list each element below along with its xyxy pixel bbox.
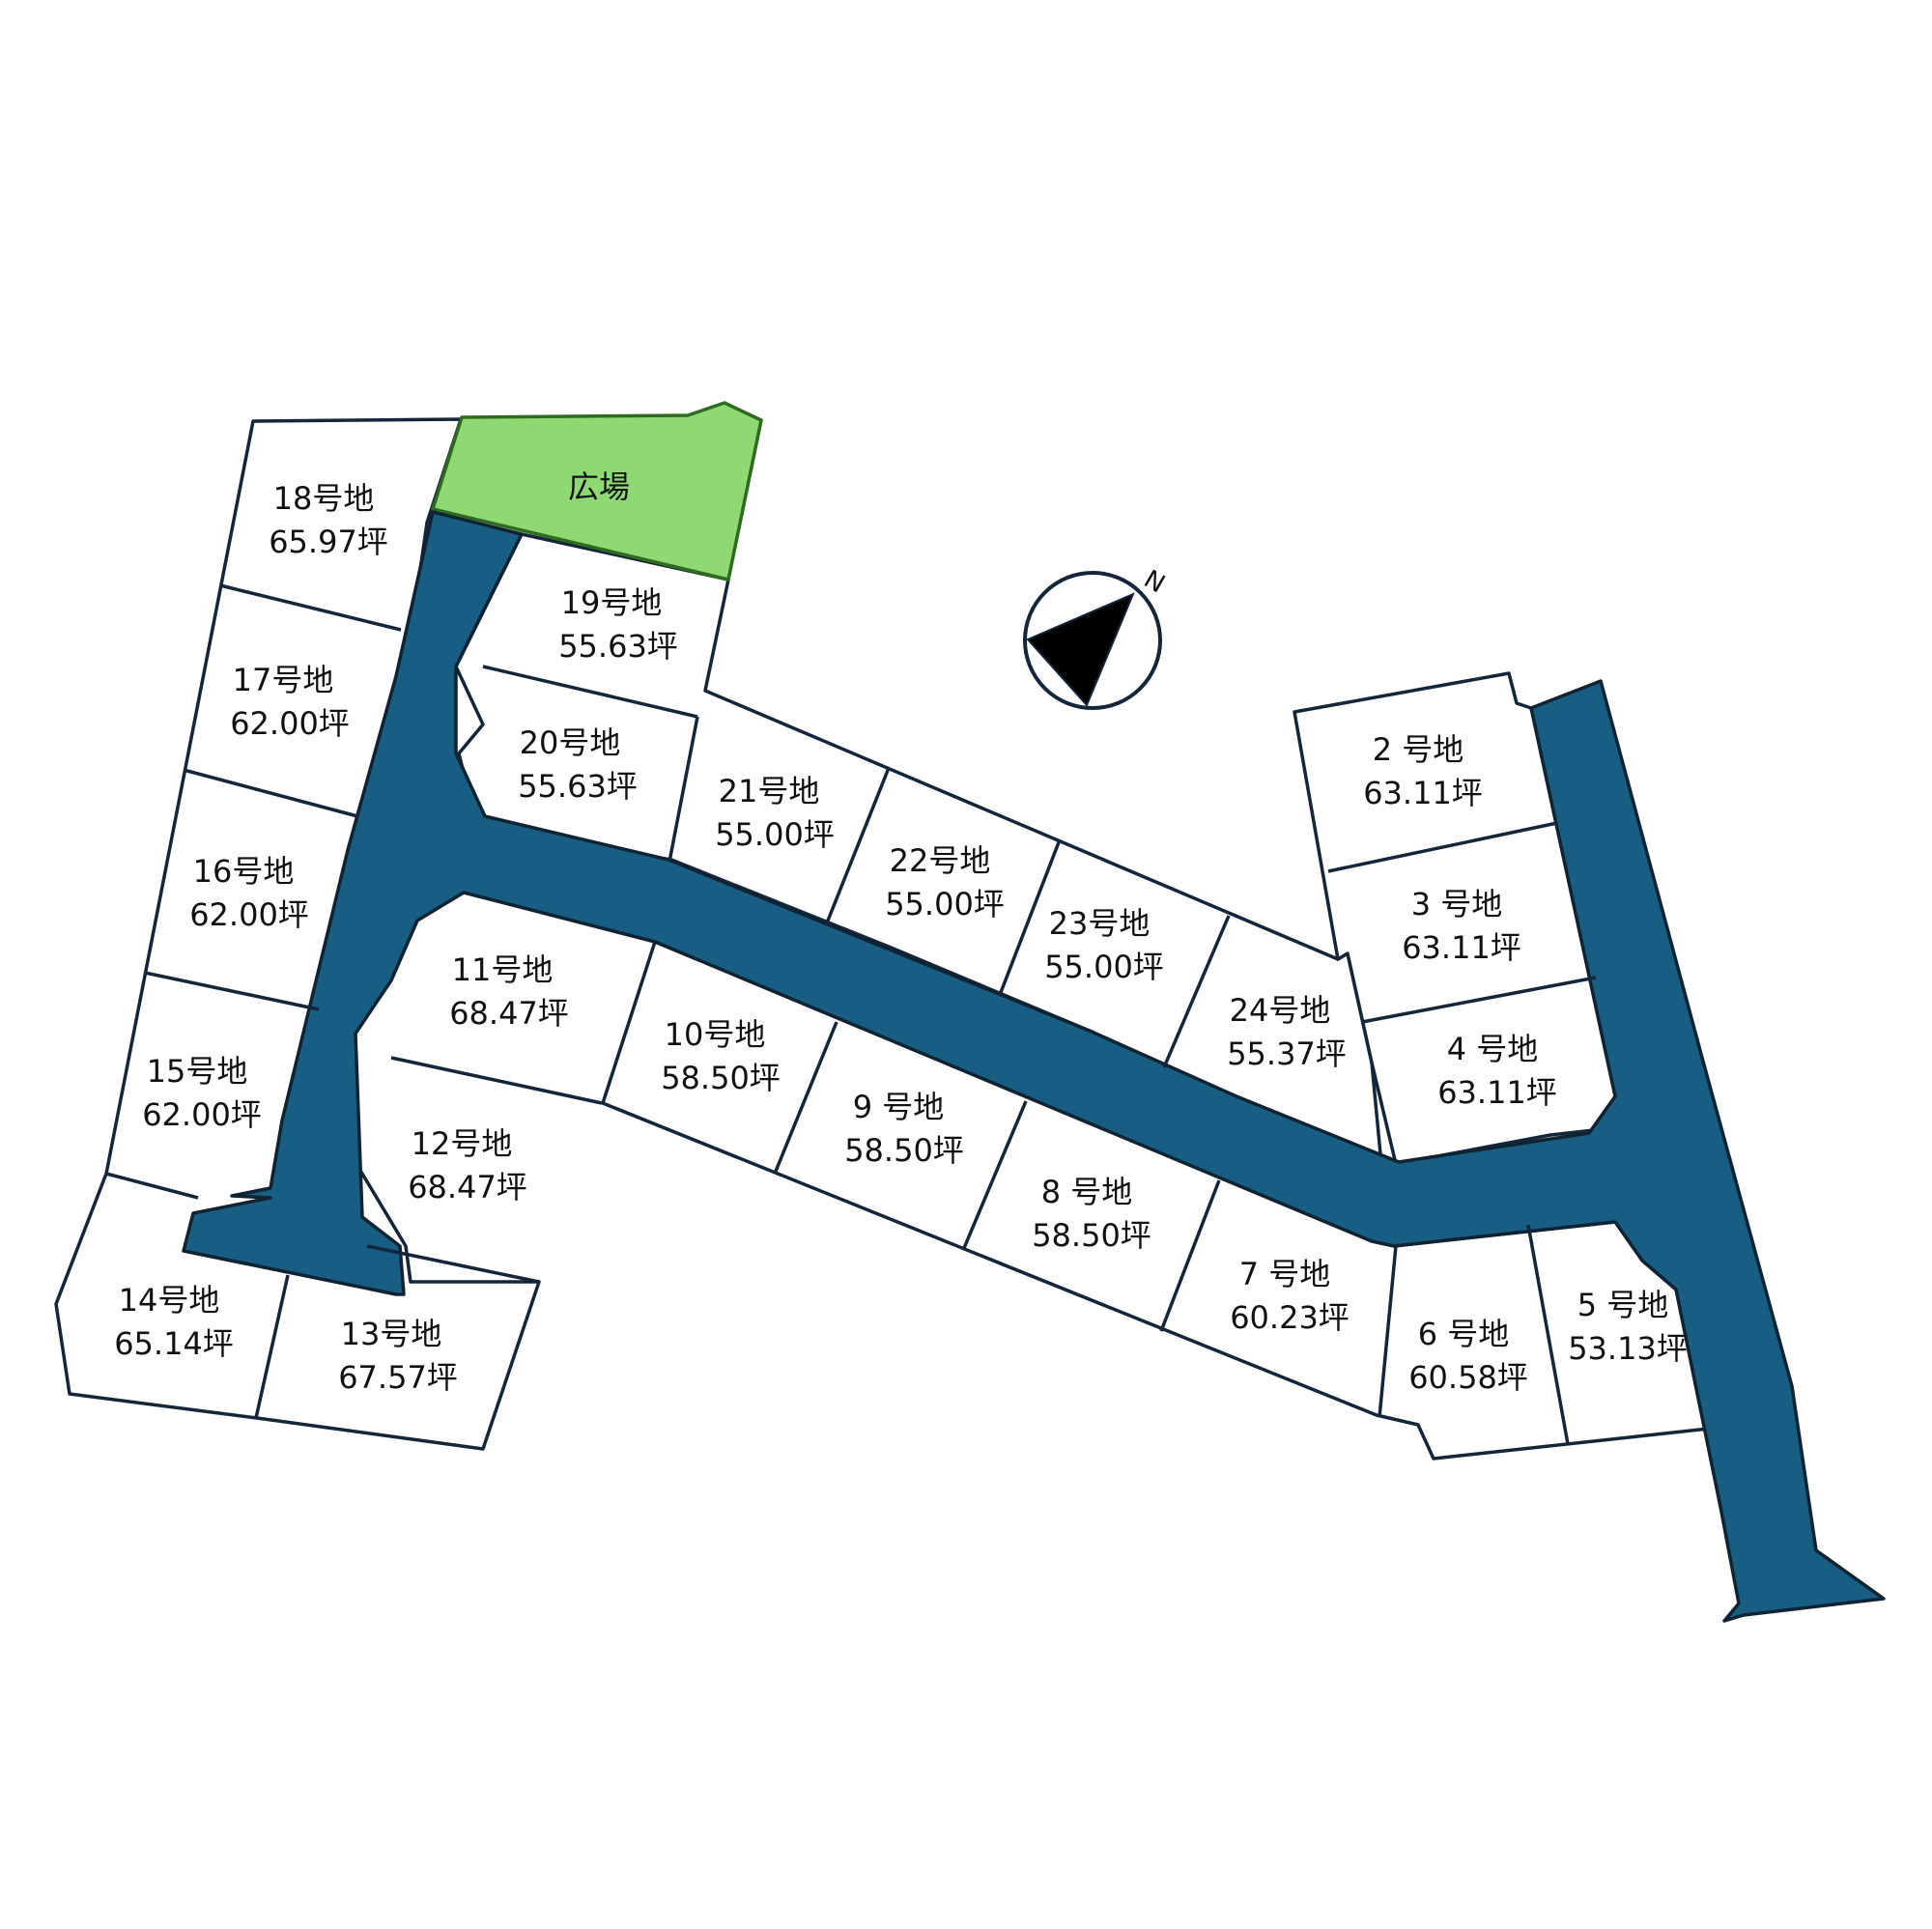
divider-23-24: [1162, 915, 1231, 1068]
lot-number: 9 号地: [853, 1089, 945, 1125]
lot-number: 8 号地: [1041, 1174, 1133, 1210]
divider-20-21: [668, 716, 699, 863]
lot-area: 68.47坪: [449, 995, 569, 1032]
lot-area: 55.00坪: [1044, 949, 1164, 985]
lot-area: 67.57坪: [338, 1359, 458, 1396]
lot-area: 65.97坪: [269, 524, 388, 560]
lot-number: 20号地: [520, 724, 621, 761]
lot-number: 24号地: [1230, 992, 1331, 1029]
compass: N: [1023, 565, 1170, 710]
lot-area: 60.58坪: [1408, 1359, 1528, 1396]
lot-area: 63.11坪: [1402, 929, 1521, 966]
divider-7-6: [1378, 1245, 1398, 1418]
lot-number: 17号地: [233, 662, 334, 698]
lot-number: 15号地: [147, 1053, 248, 1090]
lot-area: 58.50坪: [1032, 1217, 1151, 1254]
lot-number: 7 号地: [1239, 1256, 1331, 1292]
road-west-vertical: [182, 510, 1886, 1623]
divider-3-4: [1361, 976, 1597, 1024]
lot-number: 5 号地: [1577, 1287, 1669, 1323]
lot-area: 63.11坪: [1363, 775, 1483, 811]
lot-number: 12号地: [412, 1125, 513, 1162]
lot-14[interactable]: 14号地 65.14坪: [114, 1282, 234, 1362]
lot-number: 10号地: [665, 1016, 766, 1053]
lot-20[interactable]: 20号地 55.63坪: [518, 724, 638, 805]
lot-number: 14号地: [119, 1282, 220, 1319]
divider-11-12: [390, 1056, 603, 1105]
lot-number: 22号地: [890, 842, 991, 879]
lot-number: 6 号地: [1418, 1316, 1510, 1352]
lot-area: 62.00坪: [142, 1096, 262, 1133]
lot-area: 55.63坪: [558, 628, 678, 665]
divider-14-13: [254, 1274, 290, 1419]
lot-8[interactable]: 8 号地 58.50坪: [1032, 1174, 1151, 1254]
lot-4[interactable]: 4 号地 63.11坪: [1437, 1031, 1557, 1111]
lot-area: 62.00坪: [230, 705, 350, 742]
divider-12-13: [366, 1244, 540, 1284]
lot-9[interactable]: 9 号地 58.50坪: [844, 1089, 964, 1169]
lot-area: 62.00坪: [189, 896, 309, 933]
divider-6-5: [1526, 1224, 1570, 1445]
lot-7[interactable]: 7 号地 60.23坪: [1230, 1256, 1350, 1336]
lot-area: 53.13坪: [1568, 1330, 1688, 1367]
lot-area: 58.50坪: [844, 1132, 964, 1169]
lot-area: 55.63坪: [518, 768, 638, 805]
lot-23[interactable]: 23号地 55.00坪: [1044, 905, 1164, 985]
lot-number: 3 号地: [1411, 886, 1503, 922]
lot-number: 13号地: [341, 1316, 442, 1352]
lot-13[interactable]: 13号地 67.57坪: [338, 1316, 458, 1396]
lot-19[interactable]: 19号地 55.63坪: [558, 584, 678, 665]
lot-area: 58.50坪: [661, 1060, 781, 1096]
divider-2-3: [1327, 821, 1558, 873]
divider-16-15: [144, 971, 320, 1011]
lot-area: 65.14坪: [114, 1325, 234, 1362]
lot-number: 16号地: [193, 853, 295, 890]
lot-18[interactable]: 18号地 65.97坪: [269, 480, 388, 560]
lot-number: 4 号地: [1447, 1031, 1539, 1067]
lot-number: 18号地: [273, 480, 375, 517]
lot-3[interactable]: 3 号地 63.11坪: [1402, 886, 1521, 966]
lot-12[interactable]: 12号地 68.47坪: [408, 1125, 527, 1206]
divider-8-7: [1159, 1179, 1221, 1332]
lot-10[interactable]: 10号地 58.50坪: [661, 1016, 781, 1096]
divider-17-16: [183, 768, 358, 818]
divider-15-14: [105, 1172, 199, 1200]
lot-area: 60.23坪: [1230, 1299, 1350, 1336]
divider-18-17: [219, 583, 402, 632]
plaza-area: [431, 401, 763, 582]
plaza-label: 広場: [568, 468, 630, 505]
divider-10-9: [773, 1021, 838, 1175]
north-arrow-icon: [1026, 592, 1135, 707]
lot-21[interactable]: 21号地 55.00坪: [715, 773, 835, 853]
lot-2[interactable]: 2 号地 63.11坪: [1363, 731, 1483, 811]
lot-number: 2 号地: [1373, 731, 1464, 768]
lot-area: 55.00坪: [885, 886, 1005, 922]
lot-24[interactable]: 24号地 55.37坪: [1227, 992, 1347, 1072]
lot-5[interactable]: 5 号地 53.13坪: [1568, 1287, 1688, 1367]
divider-22-23: [998, 841, 1061, 996]
divider-21-22: [824, 767, 891, 926]
lot-17[interactable]: 17号地 62.00坪: [230, 662, 350, 742]
lot-number: 23号地: [1049, 905, 1151, 942]
lot-16[interactable]: 16号地 62.00坪: [189, 853, 309, 933]
lot-area: 55.00坪: [715, 816, 835, 853]
lot-11[interactable]: 11号地 68.47坪: [449, 951, 569, 1032]
lot-number: 11号地: [452, 951, 554, 988]
lot-area: 55.37坪: [1227, 1035, 1347, 1072]
lot-area: 63.11坪: [1437, 1074, 1557, 1111]
divider-9-8: [962, 1100, 1028, 1249]
lot-22[interactable]: 22号地 55.00坪: [885, 842, 1005, 922]
divider-19-20: [482, 665, 698, 719]
lot-number: 19号地: [561, 584, 663, 621]
lot-6[interactable]: 6 号地 60.58坪: [1408, 1316, 1528, 1396]
lot-number: 21号地: [719, 773, 820, 809]
lot-area: 68.47坪: [408, 1169, 527, 1206]
lot-15[interactable]: 15号地 62.00坪: [142, 1053, 262, 1133]
